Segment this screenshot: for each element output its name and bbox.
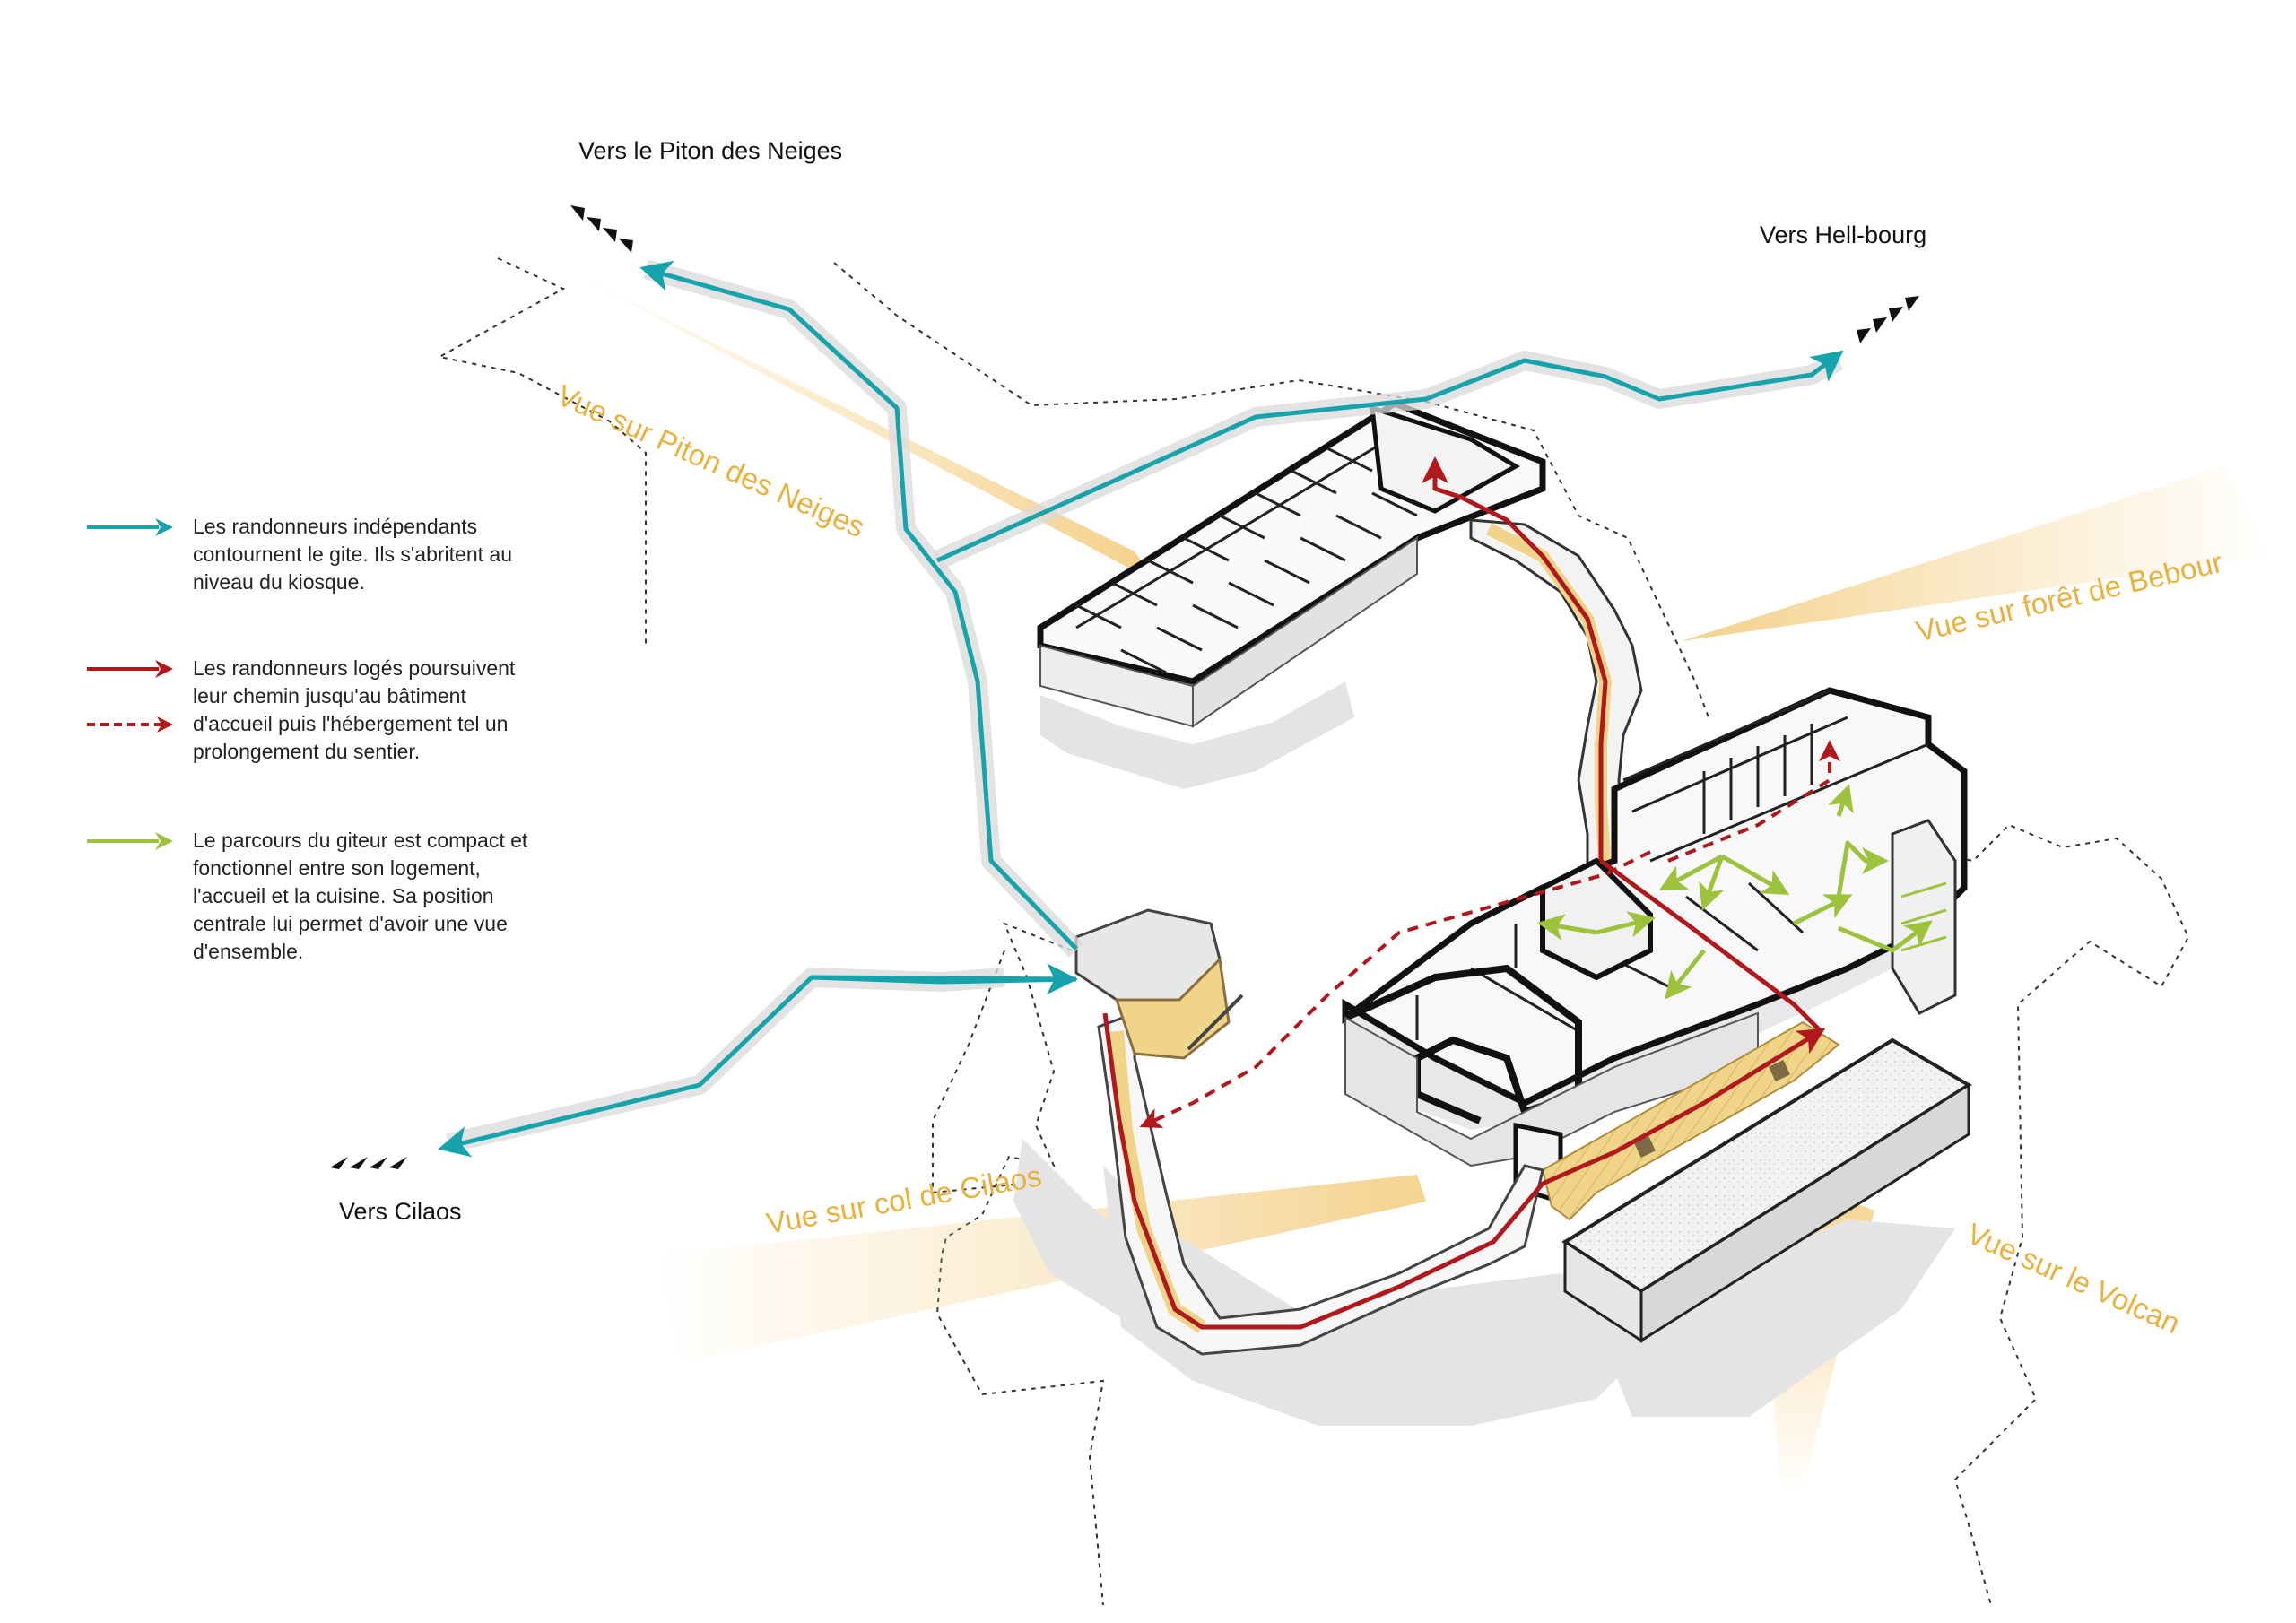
route-lodged-inner [1599,858,1822,1033]
legend-text-line: Les randonneurs logés poursuivent [193,656,516,680]
reception-facade [1344,1011,1759,1167]
legend-text-line: centrale lui permet d'avoir une vue [193,912,508,935]
route-independent-hikers [438,259,1844,1158]
view-cone-col-cilaos [655,1175,1426,1363]
route-to-kiosk [811,963,1078,995]
red-arrow-icon [87,660,173,678]
route-lodged-solid [1102,1012,1826,1330]
legend-text-line: d'ensemble. [193,940,304,963]
view-cone-piton-neiges [565,269,1157,583]
view-cone-foret-bebour [1682,466,2269,641]
reception-outline [1342,687,1968,1107]
legend-text-line: d'accueil puis l'hébergement tel un [193,712,509,735]
contour-east [1927,823,2190,1606]
deck-grate-1 [1634,1136,1656,1158]
kiosk [1074,908,1244,1060]
accommodation-rooms [1075,442,1418,674]
accommodation-building [1037,400,1546,728]
contour-north [833,262,1709,718]
route-to-piton-neiges [639,260,1078,950]
deck-grate-2 [1769,1060,1790,1081]
wooden-deck [1541,1020,1840,1221]
route-to-cilaos [438,975,1077,1158]
contour-inner [932,950,1023,1194]
legend-text-line: l'accueil et la cuisine. Sa position [193,884,494,907]
terrain-contours [437,257,2190,1606]
route-lodged-dashed [1139,850,1651,1128]
teal-arrow-icon [87,518,173,536]
green-arrow-icon [87,832,173,850]
legend-text-line: Le parcours du giteur est compact et [193,829,528,852]
green-roof-block [1561,1037,1972,1343]
route-to-hell-bourg [935,350,1844,563]
route-keeper [1537,784,1933,1000]
contour-upper [437,257,647,646]
contour-west [935,922,1105,1606]
destination-piton-neiges: Vers le Piton des Neiges [578,137,843,164]
reception-rooms-block [1540,857,1653,981]
legend-text-line: niveau du kiosque. [193,570,365,594]
legend-text-line: prolongement du sentier. [193,740,421,763]
chevrons-piton-neiges [570,205,633,253]
chevrons-cilaos [330,1157,407,1169]
destination-hell-bourg: Vers Hell-bourg [1760,221,1927,248]
route-lodged-bridge [1422,456,1608,861]
legend-text-line: fonctionnel entre son logement, [193,856,481,880]
route-lodged-hikers [1102,456,1840,1330]
destination-cilaos: Vers Cilaos [339,1198,462,1225]
legend-text-line: contournent le gite. Ils s'abritent au [193,542,512,566]
chevrons-hell-bourg [1857,296,1919,343]
legend-text-line: leur chemin jusqu'au bâtiment [193,684,466,707]
route-lodged-dashed-upper [1667,740,1840,863]
legend-text-line: Les randonneurs indépendants [193,515,478,538]
red-dashed-arrow-icon [87,716,173,733]
